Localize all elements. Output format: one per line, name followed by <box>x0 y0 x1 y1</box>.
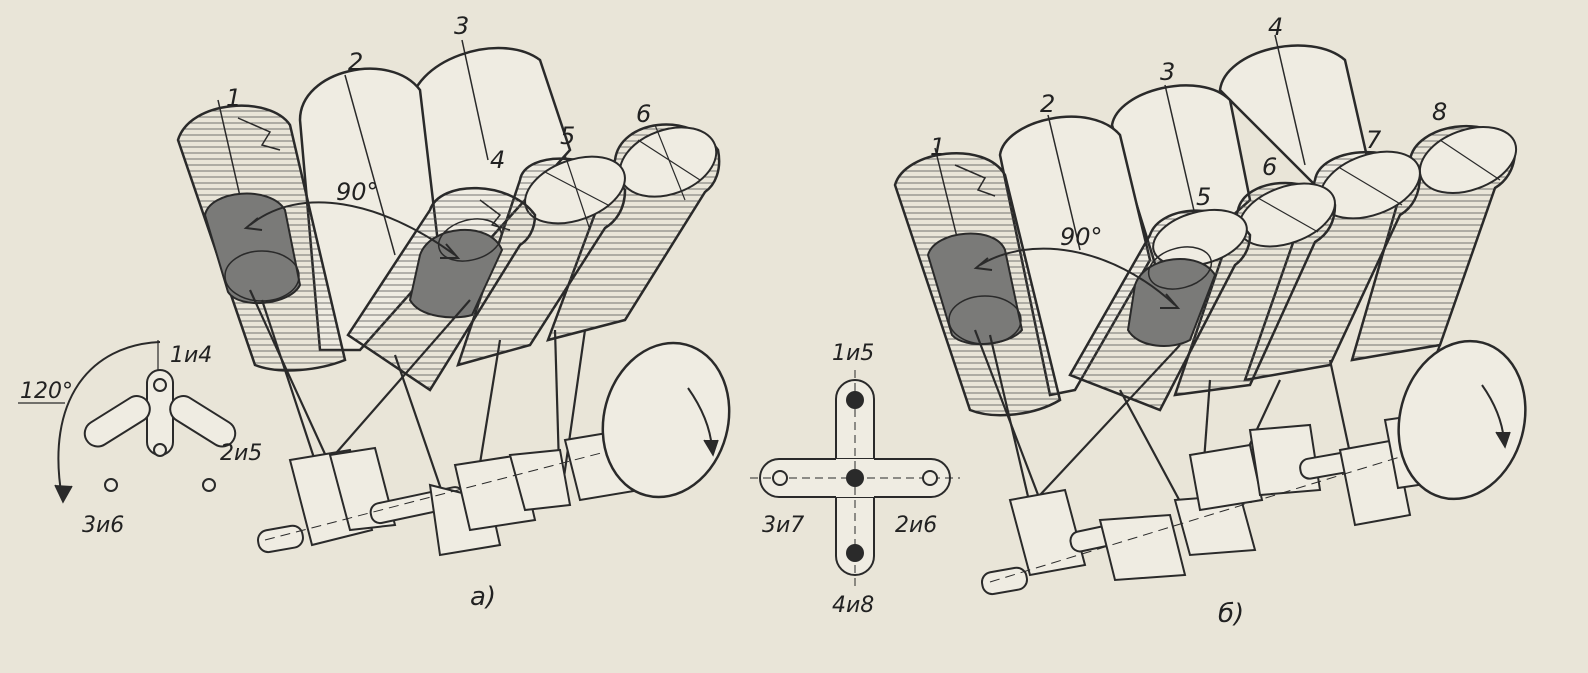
angle-arc-a <box>249 201 456 256</box>
cyl-label-a-1: 1 <box>226 84 241 112</box>
flywheel-b <box>1397 339 1527 501</box>
flywheel-a <box>601 341 731 499</box>
cylinder-a-1 <box>176 99 347 372</box>
figure-a: 1 2 3 4 5 6 90° а) <box>176 12 731 612</box>
caption-b: б) <box>1218 599 1244 629</box>
cyl-label-b-4: 4 <box>1268 13 1283 41</box>
angle-label-b: 90° <box>1060 223 1103 251</box>
piston-a-1 <box>203 192 302 305</box>
cylinder-a-6 <box>545 123 721 342</box>
cylinder-a-5 <box>456 154 627 367</box>
cyl-label-a-5: 5 <box>560 122 575 150</box>
scheme-label-3-7: 3и7 <box>762 513 804 538</box>
cyl-label-a-4: 4 <box>490 146 505 174</box>
cylinder-b-3 <box>1110 84 1252 283</box>
cyl-label-b-1: 1 <box>930 133 945 161</box>
angle-label-a: 90° <box>336 178 379 206</box>
cylinder-b-1 <box>893 147 1062 417</box>
cyl-label-b-6: 6 <box>1262 153 1277 181</box>
cylinder-b-4 <box>1218 34 1372 192</box>
crank-scheme-a: 120° 1и4 2и5 3и6 <box>18 340 262 538</box>
scheme-label-2-6: 2и6 <box>895 513 937 538</box>
crank-label-2-5: 2и5 <box>220 441 262 466</box>
crank-label-1-4: 1и4 <box>170 343 212 368</box>
cyl-label-b-3: 3 <box>1160 58 1175 86</box>
caption-a: а) <box>470 582 496 612</box>
cyl-label-b-5: 5 <box>1196 183 1211 211</box>
crank-angle-label: 120° <box>20 379 73 404</box>
cyl-label-b-2: 2 <box>1040 90 1055 118</box>
cyl-label-a-2: 2 <box>348 48 363 76</box>
cyl-label-b-8: 8 <box>1432 98 1447 126</box>
cylinder-b-6 <box>1173 181 1337 397</box>
cyl-label-b-7: 7 <box>1366 126 1382 154</box>
cyl-label-a-6: 6 <box>636 100 651 128</box>
scheme-label-1-5: 1и5 <box>832 341 874 366</box>
scheme-label-4-8: 4и8 <box>832 593 874 618</box>
figure-b: 1 2 3 4 5 6 7 8 90° б) <box>893 13 1527 629</box>
piston-a-4 <box>408 218 504 319</box>
angle-arc-b <box>979 247 1176 306</box>
cylinder-a-4 <box>346 186 537 392</box>
cyl-label-a-3: 3 <box>454 12 469 40</box>
crankshaft-a <box>257 419 691 557</box>
cylinder-b-8 <box>1350 125 1518 362</box>
piston-b-1 <box>926 232 1024 346</box>
crank-scheme-b: 1и5 2и6 3и7 4и8 <box>750 341 960 618</box>
crank-label-3-6: 3и6 <box>82 513 124 538</box>
